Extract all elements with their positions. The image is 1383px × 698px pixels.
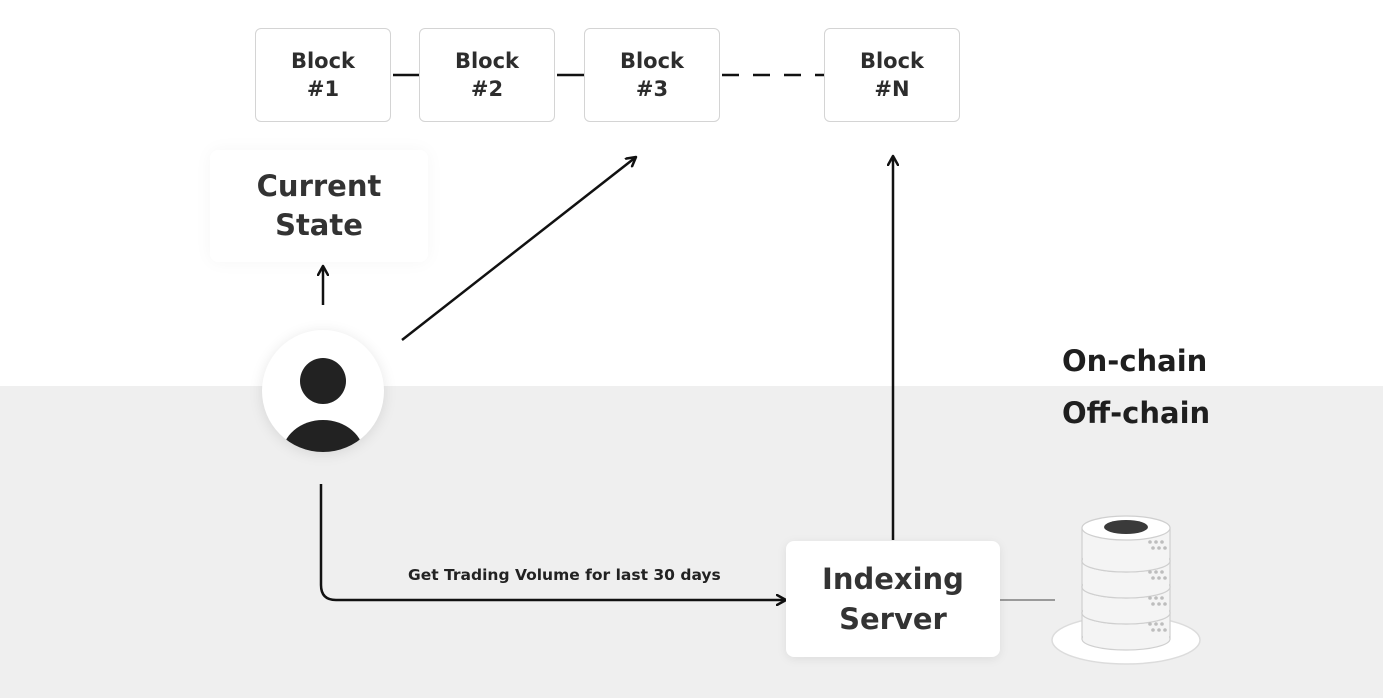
block-3-label: Block bbox=[619, 49, 685, 73]
block-1-number: #1 bbox=[306, 77, 340, 101]
current-state-line2: State bbox=[275, 208, 363, 242]
user-body-shape bbox=[282, 420, 364, 452]
block-3: Block #3 bbox=[584, 28, 720, 122]
off-chain-label: Off-chain bbox=[1062, 396, 1211, 430]
block-3-number: #3 bbox=[635, 77, 669, 101]
indexing-server-box: Indexing Server bbox=[786, 541, 1000, 657]
block-n-label: Block bbox=[859, 49, 925, 73]
database-server-icon bbox=[1051, 515, 1201, 665]
block-2-number: #2 bbox=[470, 77, 504, 101]
arrow-user-to-block-3 bbox=[401, 157, 636, 341]
block-n: Block #N bbox=[824, 28, 960, 122]
current-state-line1: Current bbox=[256, 169, 382, 203]
block-2: Block #2 bbox=[419, 28, 555, 122]
block-2-label: Block bbox=[454, 49, 520, 73]
block-1-label: Block bbox=[290, 49, 356, 73]
current-state-box: Current State bbox=[210, 150, 428, 262]
user-avatar-icon bbox=[262, 330, 384, 452]
block-n-number: #N bbox=[874, 77, 910, 101]
indexing-server-line2: Server bbox=[839, 602, 947, 636]
block-1: Block #1 bbox=[255, 28, 391, 122]
indexing-server-line1: Indexing bbox=[822, 562, 964, 596]
request-label: Get Trading Volume for last 30 days bbox=[408, 566, 721, 584]
arrow-user-to-indexer bbox=[319, 484, 786, 600]
user-head-shape bbox=[300, 358, 346, 404]
on-chain-label: On-chain bbox=[1062, 344, 1208, 378]
